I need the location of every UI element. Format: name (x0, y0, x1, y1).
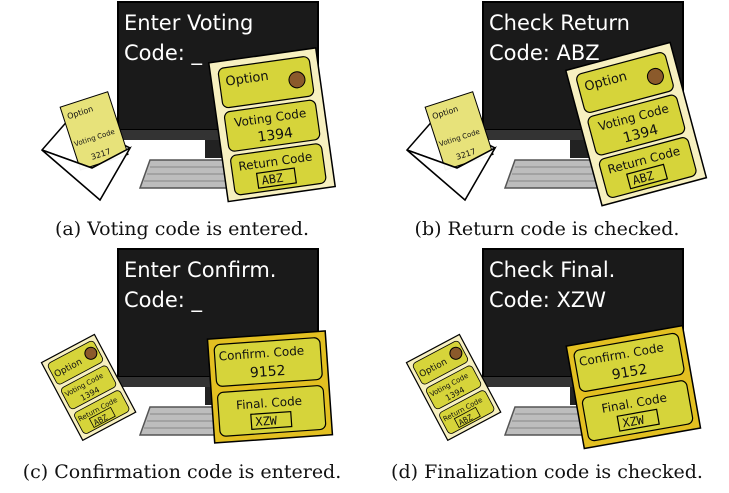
candidate-figure-icon (288, 71, 306, 89)
candidate-figure-icon (84, 346, 98, 360)
panel-d-illustration: Check Final. Code: XZW Option Voting Cod… (405, 248, 702, 450)
card-return-value: ABZ (631, 169, 656, 188)
code-card: Confirm. Code 9152 Final. Code XZW (565, 324, 702, 450)
caption-c: (c) Confirmation code is entered. (22, 461, 342, 483)
panel-a: Enter Voting Code: _ Option Voting Code … (0, 0, 364, 246)
panel-c-illustration: Enter Confirm. Code: _ Option Voting Cod… (40, 248, 334, 444)
return-code-section (598, 137, 697, 199)
code-card: Confirm. Code 9152 Final. Code XZW (206, 330, 334, 444)
panel-c: Enter Confirm. Code: _ Option Voting Cod… (0, 247, 364, 493)
caption-d: (d) Finalization code is checked. (391, 461, 703, 483)
final-code-box (250, 410, 293, 430)
card-code-value: 9152 (611, 362, 649, 384)
screen-line-2: Code: ABZ (489, 41, 600, 65)
option-section (576, 52, 674, 114)
voting-code-section (587, 94, 686, 156)
panel-d: Check Final. Code: XZW Option Voting Cod… (365, 247, 729, 493)
candidate-figure-icon (646, 67, 664, 85)
card-return-label: Final. Code (236, 394, 303, 413)
panel-b: Check Return Code: ABZ Option Voting Cod… (365, 0, 729, 246)
confirm-code-section (573, 332, 685, 392)
card-heading: Option (225, 69, 270, 90)
final-code-box (616, 408, 660, 432)
caption-b: (b) Return code is checked. (414, 218, 680, 240)
envelope: Option Voting Code 3217 (40, 91, 132, 202)
mini-ballot-card: Option Voting Code 3217 (424, 91, 494, 171)
envelope: Option Voting Code 3217 (405, 91, 497, 202)
screen-line-2: Code: _ (124, 41, 203, 66)
screen-line-1: Enter Voting (124, 11, 253, 35)
monitor-bezel (118, 130, 318, 140)
final-code-section (581, 380, 694, 442)
screen-line-1: Check Return (489, 11, 630, 35)
ballot-card: Option Voting Code 1394 Return Code ABZ (564, 41, 708, 207)
card-return-value: XZW (255, 414, 278, 430)
option-section (217, 56, 315, 109)
panel-b-illustration: Check Return Code: ABZ Option Voting Cod… (405, 1, 708, 207)
screen-line-1: Enter Confirm. (124, 258, 277, 282)
card-code-label: Confirm. Code (218, 344, 304, 364)
screen-line-1: Check Final. (489, 258, 615, 282)
panel-a-illustration: Enter Voting Code: _ Option Voting Code … (40, 1, 337, 203)
caption-a: (a) Voting code is entered. (54, 218, 310, 240)
card-return-value: XZW (621, 413, 646, 431)
return-code-box (626, 163, 669, 190)
card-code-value: 1394 (257, 125, 295, 146)
final-code-section (217, 385, 327, 437)
return-code-box (255, 167, 297, 189)
card-code-value: 9152 (249, 363, 286, 381)
mini-ballot-card: Option Voting Code 1394 Return Code ABZ (405, 333, 502, 442)
confirm-code-section (213, 337, 323, 387)
return-code-section (230, 143, 327, 196)
mini-ballot-card: Option Voting Code 1394 Return Code ABZ (40, 333, 137, 442)
ballot-card: Option Voting Code 1394 Return Code ABZ (207, 47, 337, 203)
screen-line-2: Code: XZW (489, 288, 606, 312)
card-return-value: ABZ (261, 171, 284, 188)
candidate-figure-icon (449, 346, 463, 360)
voting-code-section (223, 99, 321, 152)
screen-line-2: Code: _ (124, 288, 203, 313)
mini-ballot-card: Option Voting Code 3217 (59, 91, 129, 171)
